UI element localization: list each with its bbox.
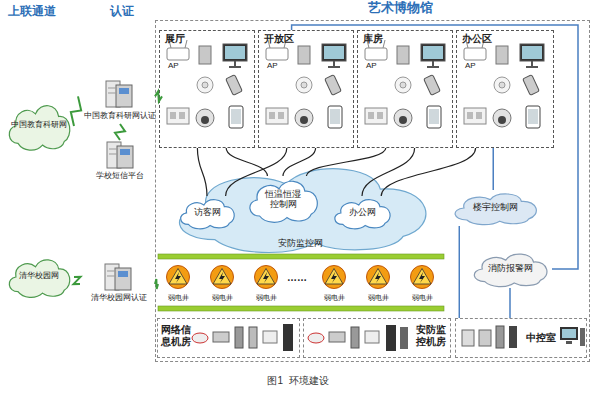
network-link: [492, 148, 494, 190]
node-label: 办公网: [330, 207, 394, 217]
museum-boundary: 艺术博物馆展厅开放区库房办公区安防监控网访客网恒温恒湿控制网办公网楼宇控制网消防…: [155, 20, 590, 362]
cloud-outline: [250, 181, 317, 222]
ellipsis-mark: ……: [287, 272, 307, 283]
node-label: 办公区: [462, 33, 492, 45]
zone-box: 展厅: [159, 30, 255, 148]
network-link: [292, 25, 578, 269]
network-cloud: 访客网: [176, 196, 238, 230]
device-label: AP: [168, 61, 179, 70]
node-label: 艺术博物馆: [368, 1, 433, 16]
node-label: 网络信息机房: [161, 324, 193, 348]
network-cloud: 安防监控网 访客网 恒温恒湿控制网办公网: [158, 158, 443, 256]
weak-current-well: 弱电井: [246, 262, 286, 302]
node-label: 弱电井: [246, 294, 286, 302]
machine-room: 网络信息机房: [157, 318, 300, 358]
device-label: AP: [465, 61, 476, 70]
zone-devices: [167, 40, 544, 128]
network-link: [509, 288, 511, 318]
cable-bands: [158, 254, 444, 311]
node-label: 中国教育科研网: [4, 120, 74, 129]
column-heading: 认证: [110, 3, 134, 20]
network-link: [197, 148, 207, 196]
network-link: [306, 148, 385, 176]
network-link: [459, 226, 461, 318]
figure-caption: 图1 环境建设: [0, 374, 596, 388]
node-label: 弱电井: [402, 294, 442, 302]
node-label: 中国教育科研网认证: [78, 111, 162, 120]
network-cloud: 消防报警网: [468, 250, 552, 288]
network-cloud: 中国教育科研网: [4, 100, 74, 152]
network-link: [155, 279, 158, 289]
weak-current-well: 弱电井: [202, 262, 242, 302]
node-label: 清华校园网认证: [80, 293, 158, 302]
zone-box: 开放区: [258, 30, 354, 148]
node-label: 弱电井: [314, 294, 354, 302]
node-label: 弱电井: [358, 294, 398, 302]
weak-current-well: 弱电井: [358, 262, 398, 302]
node-label: 弱电井: [202, 294, 242, 302]
device-label: AP: [366, 61, 377, 70]
auth-server: 中国教育科研网认证: [78, 78, 162, 124]
zone-box: 办公区: [456, 30, 554, 148]
machine-room: 安防监控机房: [303, 318, 451, 358]
zone-box: 库房: [357, 30, 453, 148]
network-cloud: 清华校园网: [4, 255, 74, 299]
column-heading: 上联通道: [8, 3, 56, 20]
room-equipment: [192, 324, 585, 351]
control-room: 中控室: [455, 318, 587, 358]
network-link: [226, 148, 267, 176]
weak-current-well: 弱电井: [158, 262, 198, 302]
network-cloud: 恒温恒湿控制网: [244, 176, 322, 224]
node-label: 访客网: [176, 207, 238, 217]
node-label: 安防监控机房: [416, 324, 448, 348]
node-label: 中控室: [526, 332, 556, 344]
network-cloud: 办公网: [330, 196, 394, 230]
node-label: 消防报警网: [468, 263, 552, 273]
network-link: [226, 148, 287, 196]
network-link: [381, 148, 475, 196]
network-link: [283, 148, 316, 176]
network-link: [155, 91, 162, 101]
network-link: [71, 96, 81, 126]
network-link: [362, 148, 415, 196]
network-cloud: 楼宇控制网: [448, 190, 542, 226]
auth-server: 清华校园网认证: [80, 262, 158, 306]
node-label: 楼宇控制网: [448, 202, 542, 212]
network-link: [74, 277, 81, 284]
node-label: 展厅: [165, 33, 185, 45]
weak-current-well: 弱电井: [314, 262, 354, 302]
node-label: 弱电井: [158, 294, 198, 302]
node-label: 开放区: [264, 33, 294, 45]
device-label: AP: [267, 61, 278, 70]
sms-server: 学校短信平台: [86, 140, 154, 184]
node-label: 清华校园网: [4, 271, 74, 280]
node-label: 恒温恒湿控制网: [263, 189, 303, 210]
node-label: 库房: [363, 33, 383, 45]
network-link: [115, 124, 125, 140]
weak-current-well: 弱电井: [402, 262, 442, 302]
node-label: 安防监控网: [158, 238, 443, 248]
node-label: 学校短信平台: [86, 171, 154, 180]
well-icons: [167, 266, 434, 289]
